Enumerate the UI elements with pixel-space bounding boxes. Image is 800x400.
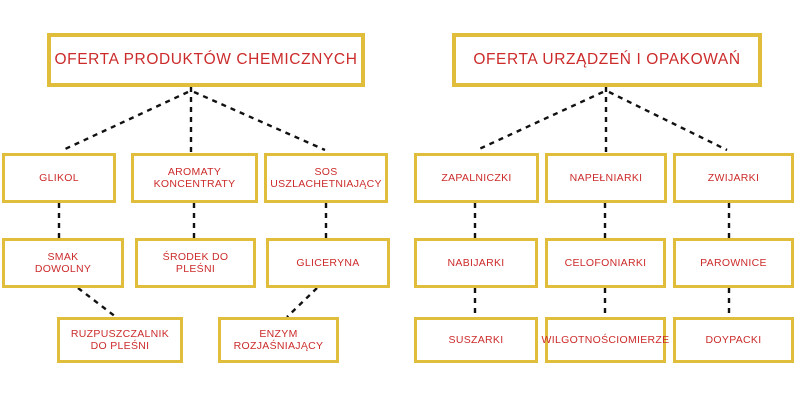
node-napelniarki-label: NAPEŁNIARKI bbox=[569, 171, 643, 184]
node-parownice[interactable]: PAROWNICE bbox=[673, 238, 794, 288]
node-zapalniczki-label: ZAPALNICZKI bbox=[441, 171, 512, 184]
node-zapalniczki[interactable]: ZAPALNICZKI bbox=[414, 153, 539, 203]
node-aromaty-koncentraty[interactable]: AROMATY KONCENTRATY bbox=[131, 153, 258, 203]
node-suszarki[interactable]: SUSZARKI bbox=[414, 317, 538, 363]
node-suszarki-label: SUSZARKI bbox=[448, 333, 504, 346]
node-srodek-do-plesni-label: ŚRODEK DO PLEŚNI bbox=[162, 250, 229, 275]
node-smak-dowolny-label: SMAK DOWOLNY bbox=[34, 250, 92, 275]
connector-left-d-2 bbox=[286, 287, 318, 318]
node-ruzpuszczalnik-do-plesni[interactable]: RUZPUSZCZALNIK DO PLEŚNI bbox=[57, 317, 183, 363]
node-sos-uszlachetniajacy[interactable]: SOS USZLACHETNIAJĄCY bbox=[264, 153, 388, 203]
connector-right-fan-3 bbox=[608, 90, 728, 152]
node-napelniarki[interactable]: NAPEŁNIARKI bbox=[545, 153, 667, 203]
header-devices-packaging[interactable]: OFERTA URZĄDZEŃ I OPAKOWAŃ bbox=[452, 33, 762, 87]
node-celofoniarki-label: CELOFONIARKI bbox=[564, 256, 647, 269]
node-doypacki-label: DOYPACKI bbox=[705, 333, 762, 346]
node-parownice-label: PAROWNICE bbox=[700, 256, 767, 269]
node-enzym-rozjasniajacy[interactable]: ENZYM ROZJAŚNIAJĄCY bbox=[218, 317, 339, 363]
header-chemical-products-label: OFERTA PRODUKTÓW CHEMICZNYCH bbox=[54, 51, 358, 69]
node-gliceryna[interactable]: GLICERYNA bbox=[266, 238, 390, 288]
node-wilgotnosciomierze[interactable]: WILGOTNOŚCIOMIERZE bbox=[542, 317, 669, 363]
node-srodek-do-plesni[interactable]: ŚRODEK DO PLEŚNI bbox=[135, 238, 256, 288]
node-sos-uszlachetniajacy-label: SOS USZLACHETNIAJĄCY bbox=[270, 165, 382, 190]
node-wilgotnosciomierze-label: WILGOTNOŚCIOMIERZE bbox=[541, 333, 670, 346]
node-glikol-label: GLIKOL bbox=[39, 171, 79, 184]
node-zwijarki-label: ZWIJARKI bbox=[707, 171, 760, 184]
node-celofoniarki[interactable]: CELOFONIARKI bbox=[545, 238, 666, 288]
node-aromaty-koncentraty-label: AROMATY KONCENTRATY bbox=[153, 165, 236, 190]
header-chemical-products[interactable]: OFERTA PRODUKTÓW CHEMICZNYCH bbox=[47, 33, 365, 87]
node-gliceryna-label: GLICERYNA bbox=[296, 256, 360, 269]
node-smak-dowolny[interactable]: SMAK DOWOLNY bbox=[2, 238, 124, 288]
node-nabijarki-label: NABIJARKI bbox=[447, 256, 505, 269]
connector-left-fan-3 bbox=[193, 90, 326, 152]
node-enzym-rozjasniajacy-label: ENZYM ROZJAŚNIAJĄCY bbox=[233, 327, 324, 352]
header-devices-packaging-label: OFERTA URZĄDZEŃ I OPAKOWAŃ bbox=[473, 51, 741, 69]
node-nabijarki[interactable]: NABIJARKI bbox=[414, 238, 538, 288]
connector-left-d-1 bbox=[77, 287, 117, 318]
connector-right-fan-1 bbox=[476, 90, 604, 152]
node-zwijarki[interactable]: ZWIJARKI bbox=[673, 153, 794, 203]
connector-left-fan-1 bbox=[62, 90, 189, 152]
node-ruzpuszczalnik-do-plesni-label: RUZPUSZCZALNIK DO PLEŚNI bbox=[70, 327, 170, 352]
node-doypacki[interactable]: DOYPACKI bbox=[673, 317, 794, 363]
node-glikol[interactable]: GLIKOL bbox=[2, 153, 116, 203]
